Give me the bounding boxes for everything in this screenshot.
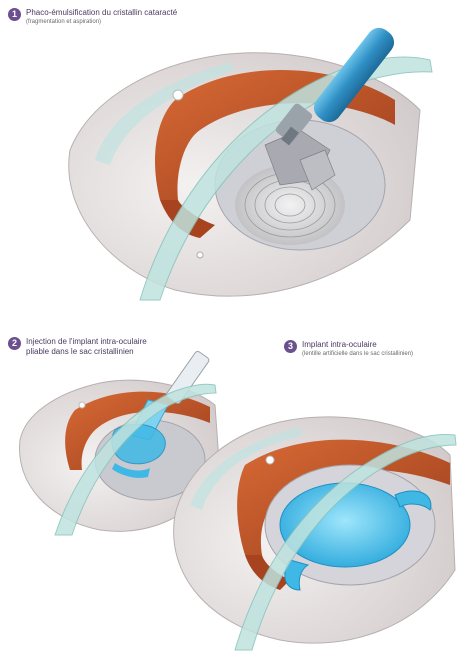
eye-illustration-implant <box>150 385 468 655</box>
step-3-number: 3 <box>284 340 297 353</box>
step-3-subtitle: (lentille artificielle dans le sac crist… <box>302 350 413 358</box>
step-3-label: 3 Implant intra-oculaire (lentille artif… <box>284 340 413 358</box>
step-3-title: Implant intra-oculaire <box>302 340 413 350</box>
eye-illustration-phaco <box>0 0 468 320</box>
